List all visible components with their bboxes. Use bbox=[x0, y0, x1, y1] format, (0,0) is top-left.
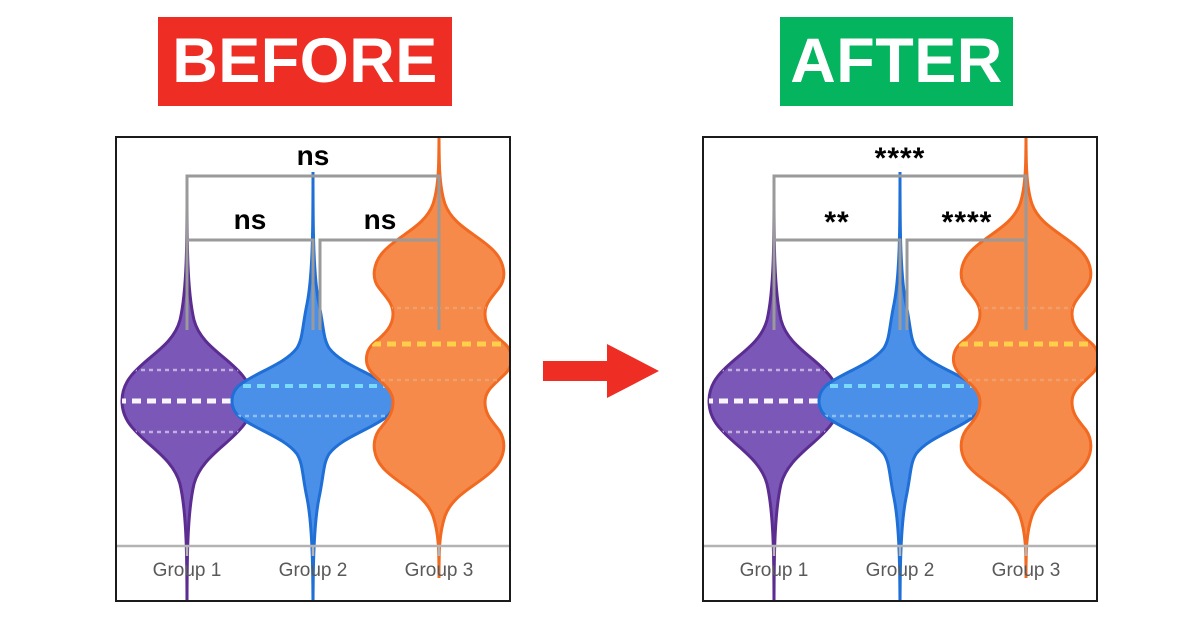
right-arrow-icon bbox=[541, 340, 661, 402]
bracket-group2-group3 bbox=[905, 238, 1028, 330]
sig-label-group2-group3: ns bbox=[363, 204, 397, 235]
violin-plot-before bbox=[117, 138, 509, 600]
violin-group1 bbox=[120, 190, 254, 600]
axis-label-group1: Group 1 bbox=[152, 560, 222, 581]
bracket-group1-group3 bbox=[772, 174, 1028, 248]
significance-brackets bbox=[772, 174, 1028, 330]
axis-label-group2: Group 2 bbox=[865, 560, 935, 581]
violin-plot-after bbox=[704, 138, 1096, 600]
significance-brackets bbox=[185, 174, 441, 330]
axis-label-group1: Group 1 bbox=[739, 560, 809, 581]
axis-label-group2: Group 2 bbox=[278, 560, 348, 581]
bracket-group1-group3 bbox=[185, 174, 441, 248]
badge-after-label: AFTER bbox=[790, 26, 1003, 96]
violin-group1 bbox=[707, 190, 841, 600]
bracket-group1-group2 bbox=[772, 238, 902, 330]
axis-label-group3: Group 3 bbox=[991, 560, 1061, 581]
badge-before: BEFORE bbox=[158, 17, 452, 106]
sig-label-group1-group3: **** bbox=[874, 142, 926, 175]
bracket-group2-group3 bbox=[318, 238, 441, 330]
violin-group2 bbox=[817, 170, 983, 600]
plot-panel-after: **** ** **** Group 1 Group 2 Group 3 bbox=[702, 136, 1098, 602]
badge-after: AFTER bbox=[780, 17, 1013, 106]
violin-group2 bbox=[230, 170, 396, 600]
x-axis bbox=[117, 544, 509, 556]
sig-label-group1-group2: ** bbox=[824, 206, 850, 239]
sig-label-group2-group3: **** bbox=[941, 206, 993, 239]
badge-before-label: BEFORE bbox=[172, 26, 438, 96]
bracket-group1-group2 bbox=[185, 238, 315, 330]
axis-label-group3: Group 3 bbox=[404, 560, 474, 581]
sig-label-group1-group2: ns bbox=[233, 204, 267, 235]
sig-label-group1-group3: ns bbox=[296, 140, 330, 171]
plot-panel-before: ns ns ns Group 1 Group 2 Group 3 bbox=[115, 136, 511, 602]
x-axis bbox=[704, 544, 1096, 556]
